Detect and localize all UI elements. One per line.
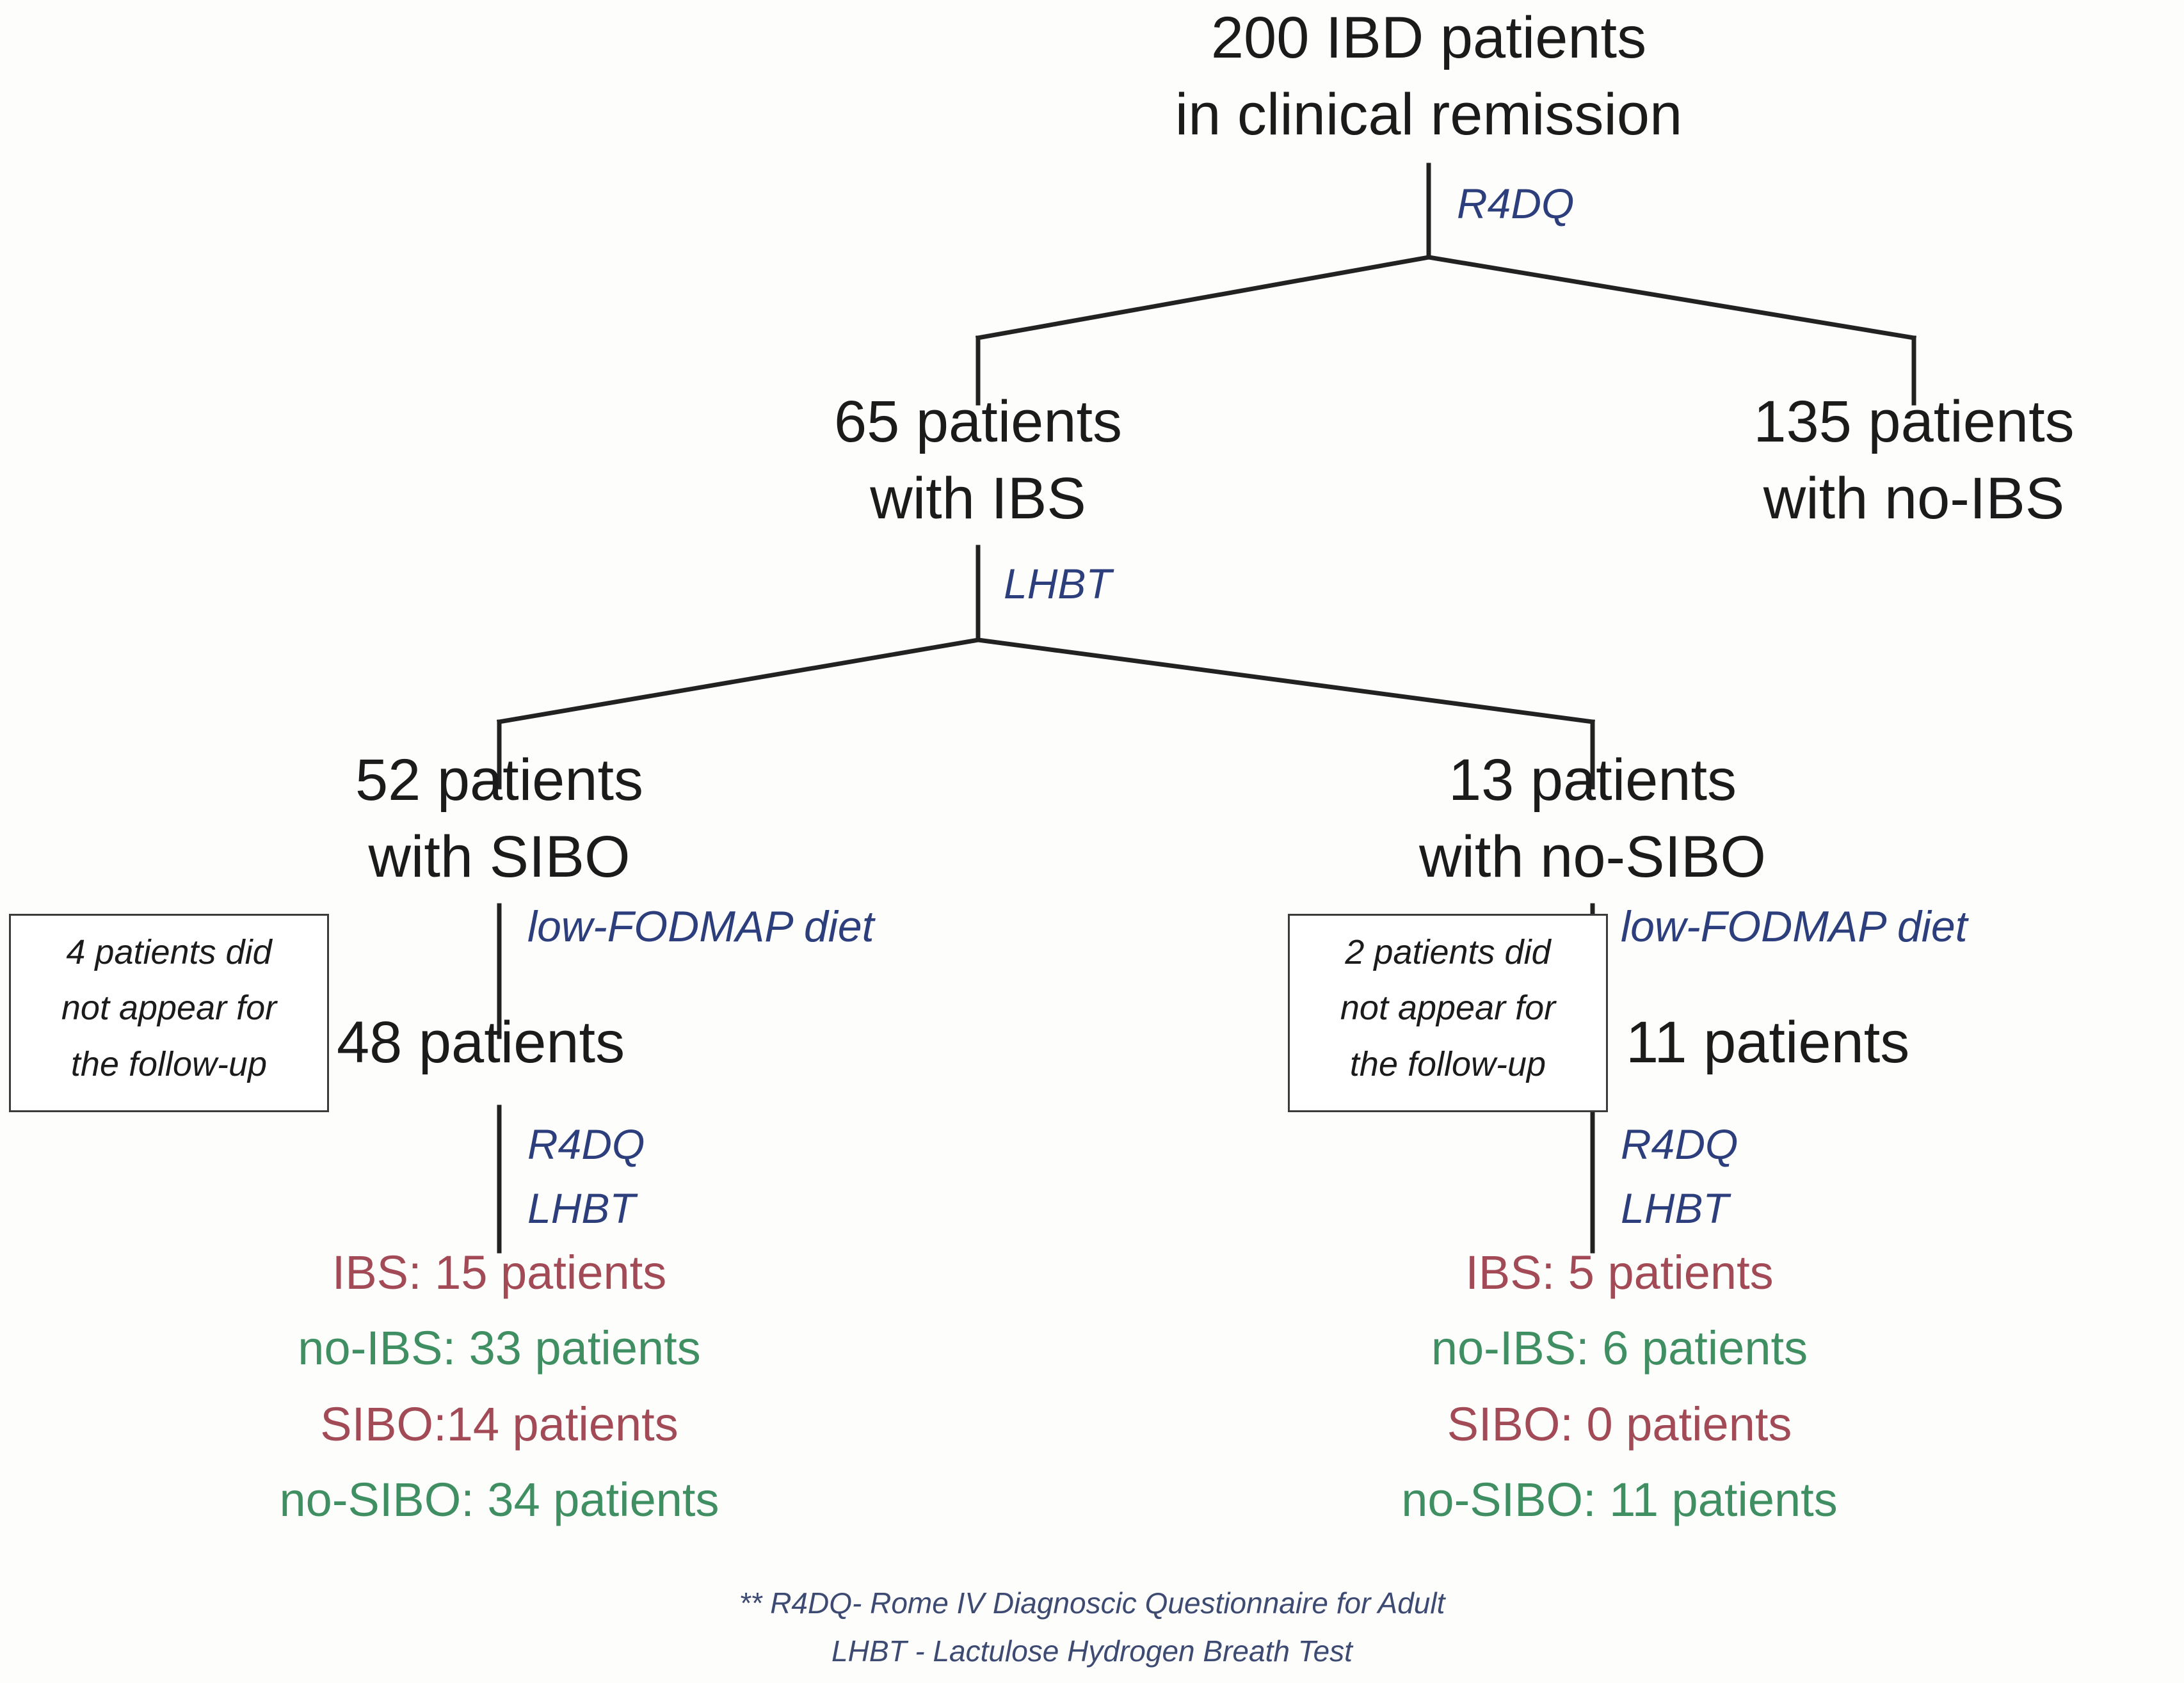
node-no-sibo-line1: 13 patients — [1448, 747, 1737, 813]
edge-label-sibo-diet: low-FODMAP diet — [527, 902, 874, 951]
node-48-patients: 48 patients — [337, 1005, 913, 1081]
node-sibo: 52 patients with SIBO — [179, 742, 819, 895]
result-item: no-IBS: 6 patients — [1431, 1321, 1808, 1375]
edge-root-to-noibs-diagonal — [1425, 254, 1917, 341]
node-no-sibo: 13 patients with no-SIBO — [1273, 742, 1913, 895]
result-item: SIBO:14 patients — [320, 1397, 678, 1451]
node-48-patients-label: 48 patients — [337, 1010, 625, 1075]
dropout-note-left-line1: 4 patients did — [66, 933, 272, 971]
edge-label-root-r4dq: R4DQ — [1457, 180, 1575, 227]
node-11-patients-label: 11 patients — [1626, 1010, 1910, 1075]
result-item: SIBO: 0 patients — [1447, 1397, 1792, 1451]
node-11-patients: 11 patients — [1626, 1005, 2184, 1081]
results-left: IBS: 15 patients no-IBS: 33 patients SIB… — [115, 1235, 883, 1538]
result-item: no-SIBO: 34 patients — [279, 1473, 719, 1527]
node-root-line2: in clinical remission — [1175, 81, 1683, 147]
node-root-line1: 200 IBD patients — [1210, 5, 1647, 70]
result-item: IBS: 5 patients — [1465, 1246, 1774, 1299]
node-no-sibo-line2: with no-SIBO — [1419, 824, 1766, 889]
dropout-note-right-line2: not appear for — [1340, 989, 1556, 1028]
edge-ibs-to-sibo-diagonal — [496, 637, 981, 725]
result-item: IBS: 15 patients — [332, 1246, 667, 1299]
node-ibs-line1: 65 patients — [833, 389, 1123, 454]
edge-label-no-sibo-followup-r4dq: R4DQ — [1621, 1121, 1738, 1168]
dropout-note-right-line1: 2 patients did — [1345, 933, 1551, 971]
edge-label-sibo-followup-r4dq: R4DQ — [527, 1121, 645, 1168]
dropout-note-right: 2 patients did not appear for the follow… — [1288, 914, 1608, 1112]
node-sibo-line1: 52 patients — [355, 747, 644, 813]
footnote: ** R4DQ- Rome IV Diagnoscic Questionnair… — [0, 1579, 2184, 1675]
edge-label-no-sibo-diet: low-FODMAP diet — [1621, 902, 1968, 951]
result-item: no-SIBO: 11 patients — [1401, 1473, 1838, 1527]
dropout-note-left: 4 patients did not appear for the follow… — [9, 914, 329, 1112]
node-ibs: 65 patients with IBS — [658, 384, 1298, 537]
dropout-note-right-line3: the follow-up — [1349, 1044, 1546, 1083]
node-no-ibs-line1: 135 patients — [1753, 389, 2075, 454]
node-no-ibs: 135 patients with no-IBS — [1594, 384, 2184, 537]
node-no-ibs-line2: with no-IBS — [1763, 465, 2065, 531]
dropout-note-left-line3: the follow-up — [70, 1044, 268, 1083]
node-ibs-line2: with IBS — [870, 465, 1086, 531]
results-right: IBS: 5 patients no-IBS: 6 patients SIBO:… — [1235, 1235, 2003, 1538]
edge-ibs-to-nosibo-diagonal — [976, 637, 1595, 724]
edge-root-to-ibs-diagonal — [975, 254, 1432, 341]
node-sibo-line2: with SIBO — [368, 824, 630, 889]
result-item: no-IBS: 33 patients — [298, 1321, 701, 1375]
edge-label-sibo-followup-lhbt: LHBT — [527, 1184, 636, 1232]
edge-label-no-sibo-followup-lhbt: LHBT — [1621, 1184, 1729, 1232]
footnote-line1: ** R4DQ- Rome IV Diagnoscic Questionnair… — [739, 1586, 1445, 1620]
dropout-note-left-line2: not appear for — [61, 989, 277, 1028]
footnote-line2: LHBT - Lactulose Hydrogen Breath Test — [831, 1634, 1353, 1668]
node-root: 200 IBD patients in clinical remission — [1109, 0, 1749, 153]
edge-label-ibs-lhbt: LHBT — [1004, 560, 1112, 607]
